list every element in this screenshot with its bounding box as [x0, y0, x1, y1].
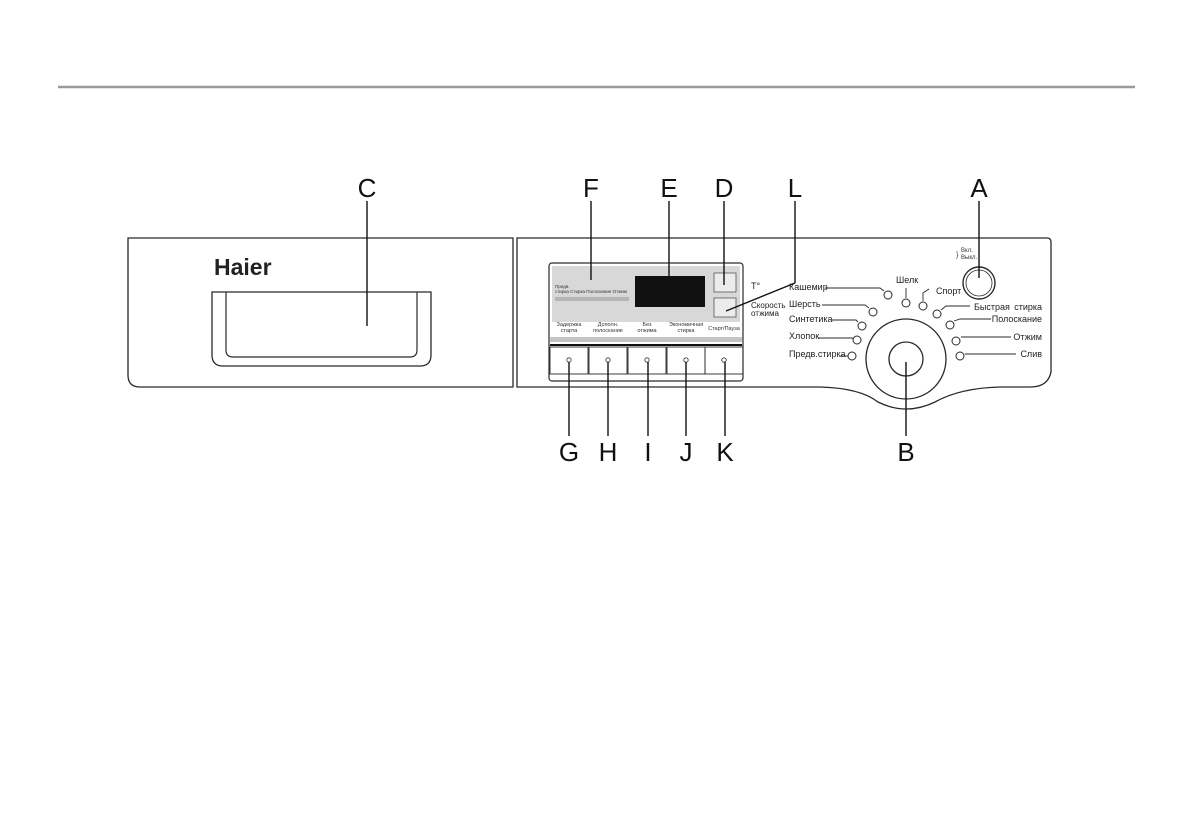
- brand-logo: Haier: [214, 254, 272, 280]
- hatched-band: [550, 337, 742, 342]
- callout-d: D: [715, 173, 734, 203]
- spin-speed-label-1: Скорость: [751, 301, 786, 310]
- option-button-label-2: отжима: [637, 328, 657, 334]
- callout-a: A: [970, 173, 988, 203]
- stage-labels-line2: стирка Стирка Полоскание Отжим: [555, 289, 627, 294]
- program-indicator-kashmir: [883, 290, 893, 300]
- display-panel: [548, 262, 744, 382]
- program-label-quick-1: Быстрая: [974, 302, 1010, 312]
- drawer-handle-outer[interactable]: [211, 291, 432, 367]
- option-button-label-1: Без: [642, 322, 652, 328]
- detergent-drawer-panel: [127, 237, 514, 388]
- option-button[interactable]: [704, 346, 744, 375]
- program-indicator-sport: [918, 301, 928, 311]
- callout-i: I: [644, 437, 651, 467]
- option-button-led-icon: [683, 357, 689, 363]
- program-label-kashmir: Кашемир: [789, 282, 828, 292]
- program-label-wool: Шерсть: [789, 299, 821, 309]
- power-off-label: Выкл.: [961, 255, 978, 261]
- program-label-prewash: Предв.стирка: [789, 349, 846, 359]
- program-leader-rinse: [953, 318, 991, 322]
- program-indicator-rinse: [945, 320, 955, 330]
- program-labels: КашемирШерстьСинтетикаХлопокПредв.стирка…: [789, 275, 1042, 359]
- program-indicator-synth: [857, 321, 867, 331]
- program-label-rinse: Полоскание: [992, 314, 1042, 324]
- option-button-label-1: Задержка: [557, 322, 583, 328]
- option-button-label-1: Старт/Пауза: [708, 326, 741, 332]
- callout-f: F: [583, 173, 599, 203]
- program-label-spin: Отжим: [1013, 332, 1042, 342]
- power-on-label: Вкл.: [961, 248, 973, 254]
- option-button[interactable]: [627, 346, 667, 375]
- option-button-label-2: старта: [561, 328, 579, 334]
- option-button-led-icon: [566, 357, 572, 363]
- program-indicator-cotton: [852, 335, 862, 345]
- callout-j: J: [680, 437, 693, 467]
- callout-e: E: [660, 173, 677, 203]
- program-leader-synth: [832, 319, 859, 323]
- program-leader-quick: [940, 305, 970, 311]
- spin-speed-label-2: отжима: [751, 309, 780, 318]
- main-control-panel: [516, 237, 1052, 410]
- callout-b: B: [897, 437, 914, 467]
- spin-speed-indicator: [713, 297, 737, 318]
- program-indicator-wool: [868, 307, 878, 317]
- leader-l-2: [725, 282, 796, 312]
- program-leader-kashmir: [825, 287, 885, 292]
- option-button-label-1: Дополн.: [598, 322, 619, 328]
- program-label-silk: Шелк: [896, 275, 918, 285]
- option-button-label-1: Экономичная: [669, 322, 703, 328]
- callout-h: H: [599, 437, 618, 467]
- program-label-drain: Слив: [1020, 349, 1042, 359]
- program-label-synth: Синтетика: [789, 314, 833, 324]
- callout-g: G: [559, 437, 579, 467]
- program-indicator-prewash: [847, 351, 857, 361]
- program-label-cotton: Хлопок: [789, 331, 819, 341]
- temperature-label: T°: [751, 281, 760, 291]
- program-indicator-drain: [955, 351, 965, 361]
- temperature-indicator: [713, 272, 737, 293]
- stage-labels-line1: Предв.: [555, 284, 569, 289]
- callout-leaders: [366, 201, 980, 436]
- program-label-sport: Спорт: [936, 286, 961, 296]
- callout-k: K: [716, 437, 734, 467]
- drawer-handle-inner: [225, 292, 418, 358]
- digital-screen: [635, 276, 705, 307]
- program-indicator-quick: [932, 309, 942, 319]
- option-button-led-icon: [605, 357, 611, 363]
- program-indicators: [818, 287, 1016, 361]
- option-button-led-icon: [721, 357, 727, 363]
- stage-indicator-strip: [555, 297, 629, 301]
- option-button-label-2: стирка: [678, 328, 696, 334]
- program-indicator-silk: [901, 298, 911, 308]
- option-button-row: [549, 346, 744, 375]
- power-symbol-icon: }: [956, 252, 959, 259]
- program-leader-wool: [822, 304, 870, 309]
- callout-c: C: [358, 173, 377, 203]
- program-indicator-spin: [951, 336, 961, 346]
- option-button-led-icon: [644, 357, 650, 363]
- program-leader-sport: [922, 288, 930, 301]
- program-label-quick-2: стирка: [1014, 302, 1042, 312]
- callout-l: L: [788, 173, 802, 203]
- option-button-label-2: полоскание: [593, 328, 623, 334]
